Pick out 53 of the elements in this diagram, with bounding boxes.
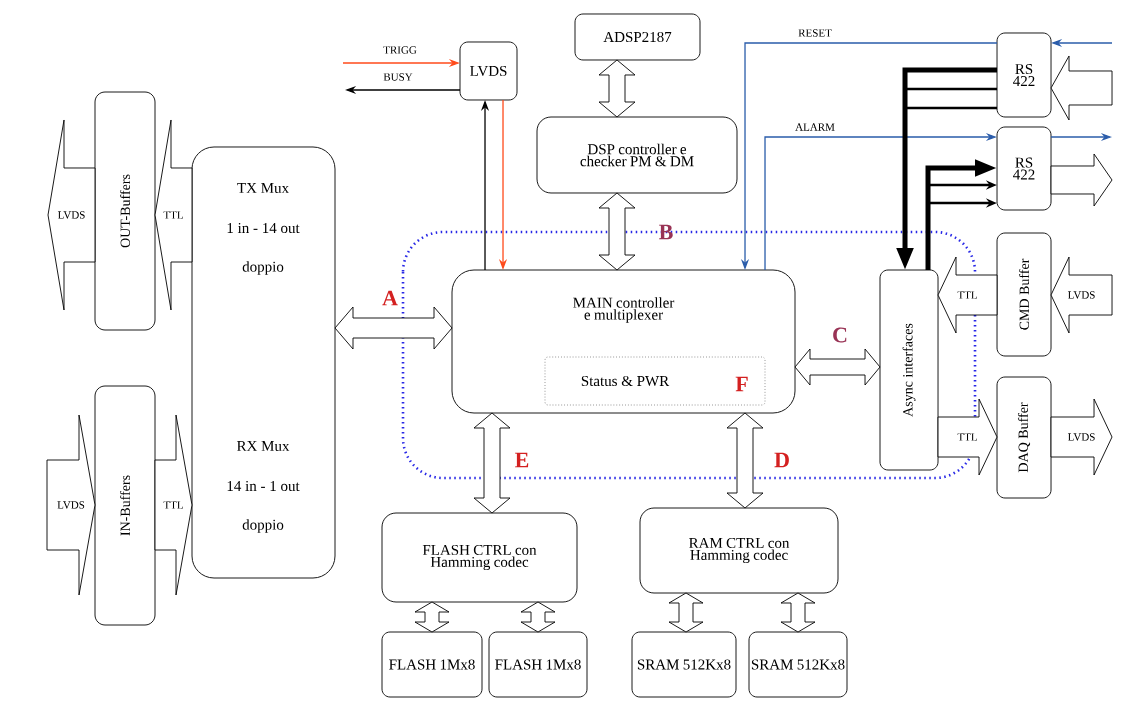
edge-label: LVDS xyxy=(1066,290,1097,300)
chip-box: ADSP2187 xyxy=(574,13,701,61)
controller-box: DSP controller e checker PM & DM xyxy=(536,116,738,194)
section-letter: B xyxy=(659,224,673,240)
edge-label: LVDS xyxy=(56,210,87,220)
block-arrow xyxy=(726,412,764,509)
section-letter: A xyxy=(382,290,398,306)
buffer-box: DAQ Buffer xyxy=(996,376,1052,499)
edge-label: TTL xyxy=(956,290,979,300)
block-arrow xyxy=(154,119,193,311)
edge-label: BUSY xyxy=(382,72,414,82)
interface-box: Async interfaces xyxy=(879,269,939,471)
edge-label: LVDS xyxy=(56,500,86,510)
block-arrow xyxy=(1050,153,1113,207)
edge-label: TTL xyxy=(162,210,185,220)
block-arrow xyxy=(1050,55,1113,121)
edge-label: ALARM xyxy=(794,122,836,132)
transceiver-box: RS 422 xyxy=(996,126,1052,211)
memory-box: FLASH 1Mx8 xyxy=(488,631,588,698)
block-arrow xyxy=(520,601,556,633)
section-letter: F xyxy=(735,376,748,392)
block-arrow xyxy=(780,592,816,633)
block-arrow xyxy=(668,592,704,633)
controller-box: RAM CTRL con Hamming codec xyxy=(639,507,839,594)
block-arrow xyxy=(794,348,881,386)
block-arrow xyxy=(1050,256,1113,334)
block-arrow xyxy=(473,412,511,514)
memory-box: SRAM 512Kx8 xyxy=(631,631,737,698)
memory-box: FLASH 1Mx8 xyxy=(381,631,483,698)
buffer-box: IN-Buffers xyxy=(94,385,156,626)
block-arrow xyxy=(1050,398,1113,476)
edge-label: RESET xyxy=(797,28,833,38)
section-letter: C xyxy=(833,327,847,343)
controller-box: FLASH CTRL con Hamming codec xyxy=(381,512,578,603)
block-arrow xyxy=(334,306,453,350)
section-letter: D xyxy=(774,452,789,468)
memory-box: SRAM 512Kx8 xyxy=(748,631,848,698)
edge-label: LVDS xyxy=(1066,432,1097,442)
block-arrow xyxy=(598,192,636,271)
block-arrow xyxy=(598,59,636,118)
edge-label: TRIGG xyxy=(382,45,418,55)
block-arrow xyxy=(47,119,96,311)
block-arrow xyxy=(46,414,96,596)
edge-label: TTL xyxy=(956,432,979,442)
block-arrow xyxy=(937,256,998,334)
block-arrow xyxy=(937,398,998,476)
lvds-box: LVDS xyxy=(459,41,518,101)
transceiver-box: RS 422 xyxy=(996,32,1052,118)
section-letter: E xyxy=(515,452,529,468)
edge-label: TTL xyxy=(162,500,185,510)
mux-box: TX Mux 1 in - 14 out doppio RX Mux 14 in - 1 out doppio xyxy=(191,146,336,579)
block-arrow xyxy=(414,601,450,633)
block-arrow xyxy=(154,414,193,596)
